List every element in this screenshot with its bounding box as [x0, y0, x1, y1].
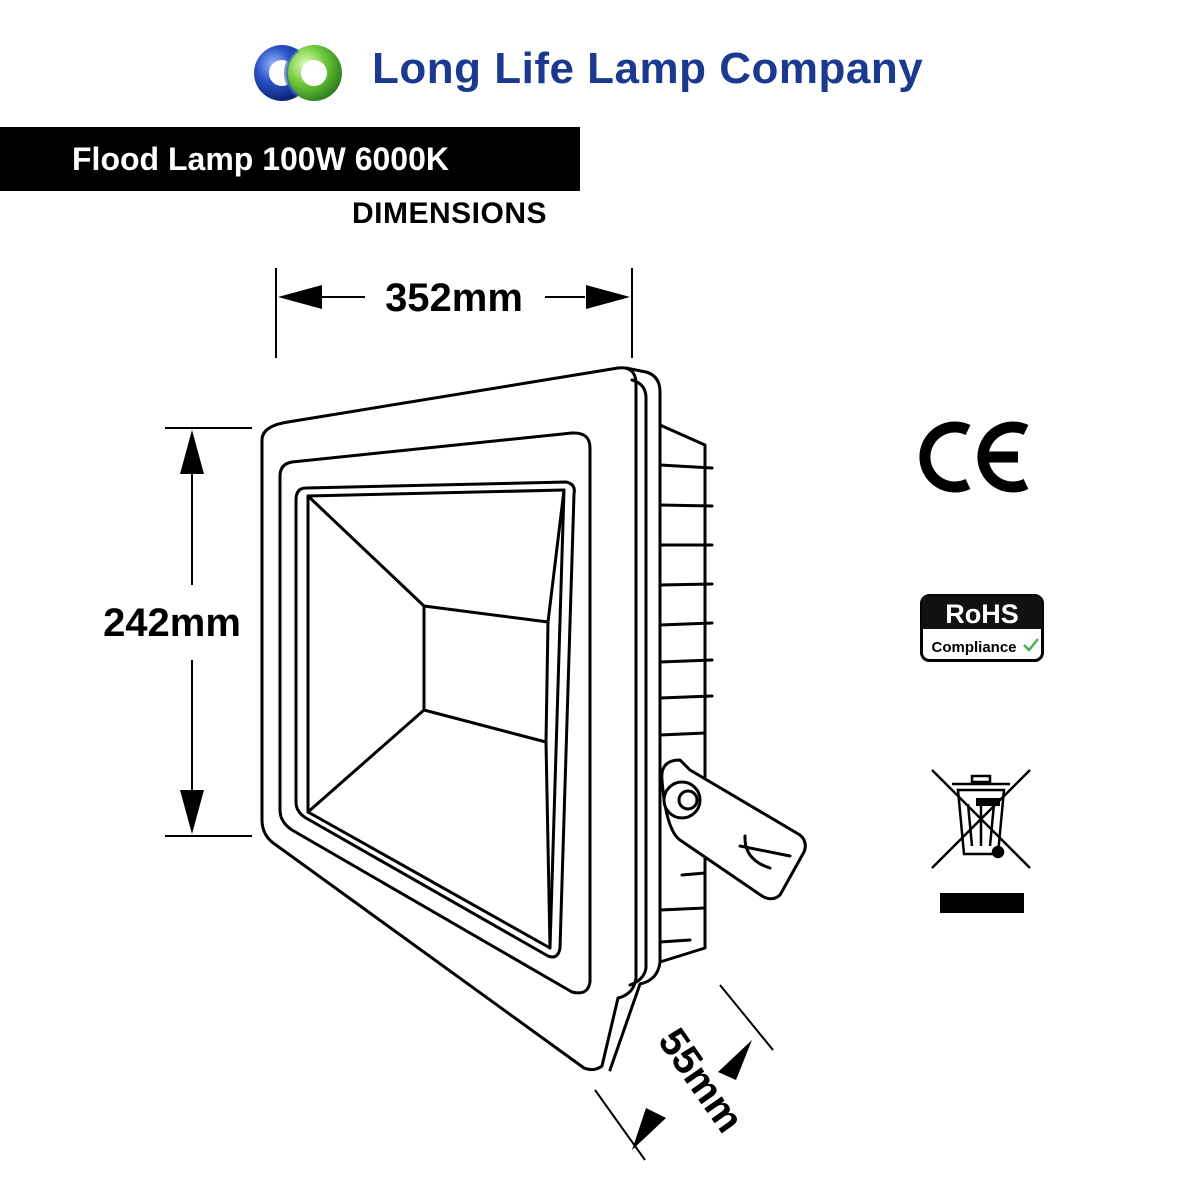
lens — [294, 480, 576, 959]
heat-sink-fins — [658, 423, 714, 964]
front-frame — [260, 366, 638, 1072]
height-dimension — [165, 427, 252, 837]
two-ring-logo-icon — [254, 45, 342, 101]
depth-label: 55mm — [649, 1021, 751, 1141]
weee-bar — [940, 893, 1024, 913]
checkmark-icon — [1023, 638, 1039, 652]
company-name: Long Life Lamp Company — [372, 44, 924, 93]
housing-side — [608, 366, 662, 1072]
ce-mark-icon — [919, 421, 1029, 493]
crossed-out-wheelie-bin-icon — [931, 769, 1031, 869]
rohs-subtitle: Compliance — [931, 639, 1016, 656]
width-dimension — [275, 268, 633, 358]
rohs-title: RoHS — [945, 599, 1019, 629]
product-title: Flood Lamp 100W 6000K — [72, 141, 449, 177]
rohs-badge: RoHS Compliance — [920, 594, 1044, 662]
depth-dimension — [594, 984, 774, 1161]
width-label: 352mm — [385, 276, 523, 320]
title-bar — [0, 127, 580, 191]
mounting-bracket — [660, 758, 807, 901]
section-heading: DIMENSIONS — [352, 197, 548, 230]
height-label: 242mm — [103, 601, 241, 645]
